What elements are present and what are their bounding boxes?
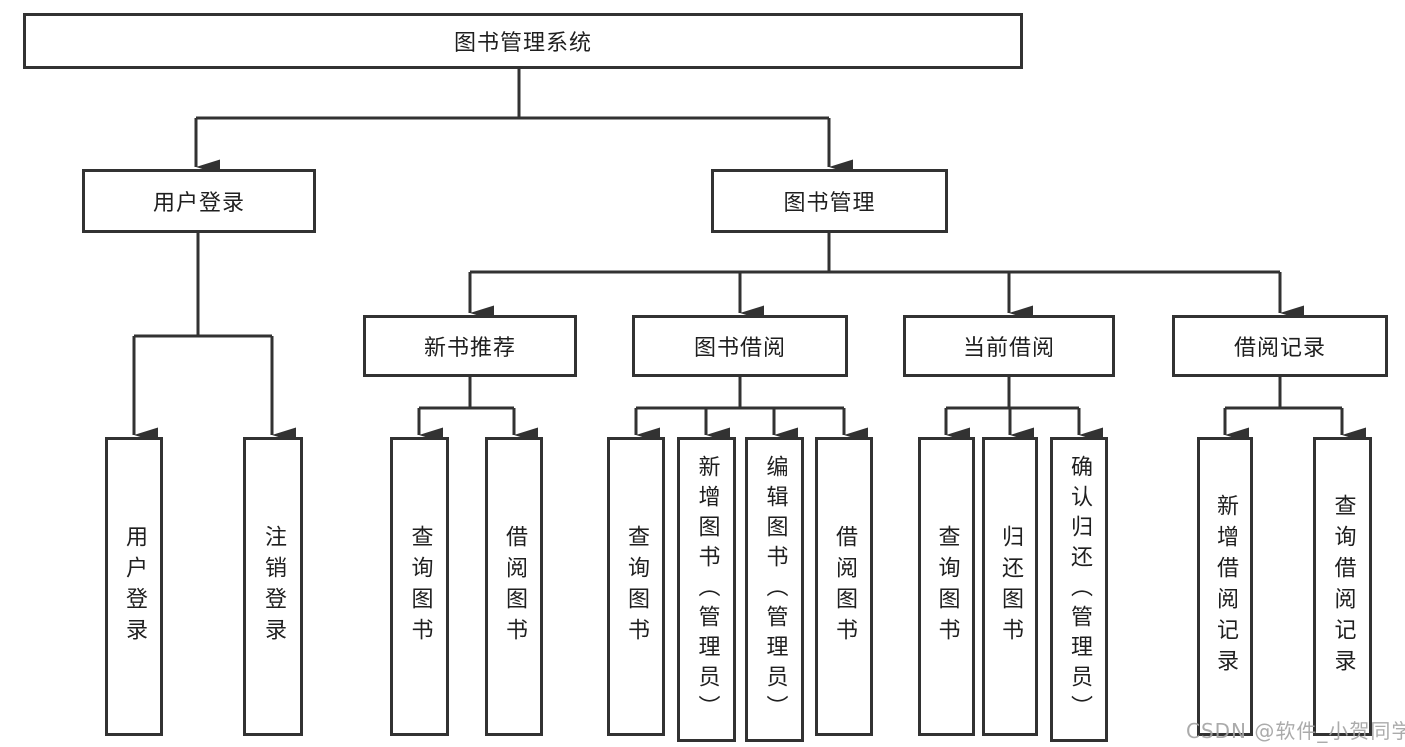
edge-current-borrow-spine [946,377,1079,410]
node-user-login: 用户登录 [82,169,316,233]
node-book-borrow: 图书借阅 [632,315,848,377]
leaf-query-book-under-borrow: 查询图书 [607,437,665,736]
edge-book-mgmt-spine [470,233,1280,274]
leaf-add-borrow-record: 新增借阅记录 [1197,437,1253,736]
leaf-query-book-under-current: 查询图书 [918,437,975,736]
edge-user-login-spine [134,233,272,338]
edge-new-book-rec-spine [419,377,514,410]
node-root-system: 图书管理系统 [23,13,1023,69]
leaf-borrow-book-under-recommend: 借阅图书 [485,437,543,736]
leaf-borrow-book-under-borrow: 借阅图书 [815,437,873,736]
leaf-query-book-under-recommend: 查询图书 [390,437,449,736]
edge-borrow-records-spine [1225,377,1342,410]
edge-root-spine [196,69,829,120]
node-new-book-recommend: 新书推荐 [363,315,577,377]
node-borrow-records: 借阅记录 [1172,315,1388,377]
leaf-user-login: 用户登录 [105,437,163,736]
csdn-watermark: CSDN @软件_小贺同学 [1186,719,1405,743]
leaf-edit-book-admin: 编辑图书（管理员） [745,437,804,742]
leaf-query-borrow-record: 查询借阅记录 [1313,437,1372,736]
leaf-return-book: 归还图书 [982,437,1038,736]
leaf-confirm-return-admin: 确认归还（管理员） [1050,437,1108,742]
node-book-management: 图书管理 [711,169,948,233]
edge-book-borrow-spine [636,377,844,410]
leaf-add-book-admin: 新增图书（管理员） [677,437,736,742]
node-current-borrow: 当前借阅 [903,315,1115,377]
leaf-logout: 注销登录 [243,437,303,736]
